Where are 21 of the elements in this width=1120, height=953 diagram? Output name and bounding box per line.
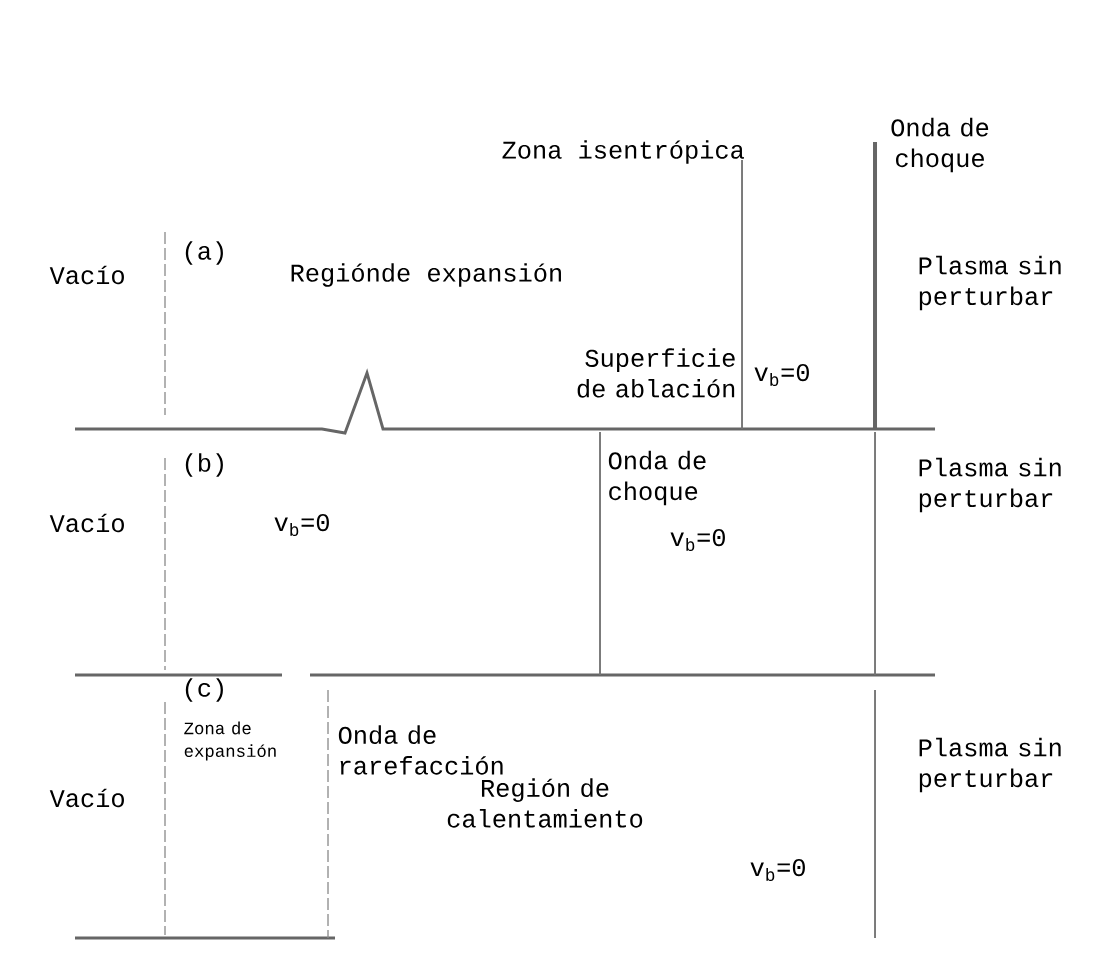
panel-label: (b) [185,453,223,477]
region-label: Zona de expansión [184,721,276,761]
region-label: Vacío [49,513,124,533]
region-label: Plasma sin perturbar [919,737,1061,793]
region-label: Regiónde expansión [291,263,561,287]
velocity-label: v$_{b}$=0 [670,529,725,551]
region-label: Zona isentrópica [502,140,744,164]
velocity-label: v$_{b}$=0 [750,859,805,881]
velocity-label: v$_{b}$=0 [274,514,329,536]
region-label: Superficie de ablación [577,348,735,398]
region-label: Onda de choque [891,117,989,173]
panel-label: (c) [185,678,223,702]
region-label: Región de calentamiento [447,778,643,828]
panel-label: (a) [185,241,223,265]
region-label: Onda de choque [608,450,706,506]
region-label: Onda de rarefacción [338,725,503,775]
region-label: Plasma sin perturbar [919,457,1061,513]
velocity-label: v$_{b}$=0 [754,364,809,386]
region-label: Plasma sin perturbar [919,255,1061,311]
region-label: Vacío [49,265,124,285]
region-label: Vacío [49,788,124,808]
